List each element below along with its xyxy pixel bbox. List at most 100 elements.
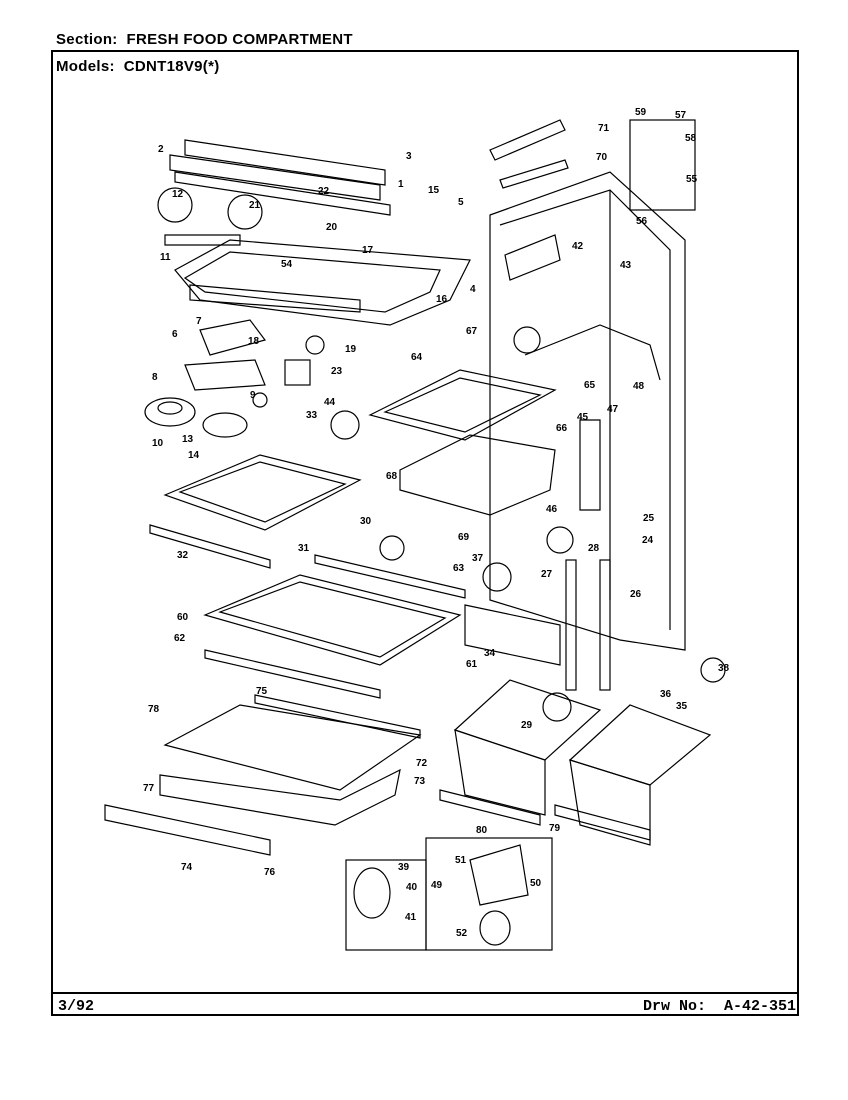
- part-label-23: 23: [331, 366, 343, 377]
- part-label-2: 2: [158, 144, 164, 155]
- part-label-28: 28: [588, 543, 600, 554]
- part-label-40: 40: [406, 882, 418, 893]
- crisper-bins: [439, 679, 712, 846]
- part-label-79: 79: [549, 823, 561, 834]
- part-label-31: 31: [298, 543, 310, 554]
- part-label-24: 24: [642, 535, 654, 546]
- models-value: CDNT18V9(*): [123, 58, 220, 75]
- revision-date: 3/92: [58, 998, 95, 1015]
- part-label-51: 51: [455, 855, 467, 866]
- part-label-14: 14: [188, 450, 200, 461]
- top-rail-part: [169, 139, 391, 216]
- part-label-30: 30: [360, 516, 372, 527]
- shelf-60: [203, 554, 466, 699]
- shelf-64: [368, 369, 557, 441]
- drawing-label: Drw No:: [642, 998, 706, 1015]
- part-label-64: 64: [411, 352, 423, 363]
- models-label: Models:: [56, 58, 115, 75]
- part-label-80: 80: [476, 825, 488, 836]
- part-label-65: 65: [584, 380, 596, 391]
- part-label-75: 75: [256, 686, 268, 697]
- fan-parts: [144, 392, 268, 438]
- part-label-37: 37: [472, 553, 484, 564]
- part-label-73: 73: [414, 776, 426, 787]
- part-number-labels: 1234567891011121314151617181920212223242…: [143, 107, 730, 939]
- drawing-number: Drw No: A-42-351: [643, 998, 796, 1015]
- part-label-17: 17: [362, 245, 374, 256]
- part-label-54: 54: [281, 259, 293, 270]
- part-label-71: 71: [598, 123, 610, 134]
- part-label-6: 6: [172, 329, 178, 340]
- part-label-61: 61: [466, 659, 478, 670]
- footer-divider: [51, 992, 799, 994]
- part-label-70: 70: [596, 152, 608, 163]
- part-label-44: 44: [324, 397, 336, 408]
- section-label: Section:: [56, 31, 118, 48]
- part-label-63: 63: [453, 563, 465, 574]
- models-heading: Models: CDNT18V9(*): [56, 58, 220, 75]
- part-label-10: 10: [152, 438, 164, 449]
- part-label-62: 62: [174, 633, 186, 644]
- part-label-41: 41: [405, 912, 417, 923]
- section-heading: Section: FRESH FOOD COMPARTMENT: [56, 31, 353, 48]
- part-label-4: 4: [470, 284, 476, 295]
- meat-drawer: [104, 694, 422, 856]
- part-label-45: 45: [577, 412, 589, 423]
- part-label-11: 11: [160, 252, 171, 263]
- shelf-30: [149, 454, 362, 569]
- part-label-9: 9: [250, 390, 256, 401]
- part-label-33: 33: [306, 410, 318, 421]
- part-label-47: 47: [607, 404, 619, 415]
- part-label-35: 35: [676, 701, 688, 712]
- shelf-rails: [464, 559, 611, 691]
- part-label-16: 16: [436, 294, 448, 305]
- part-label-34: 34: [484, 648, 496, 659]
- part-label-36: 36: [660, 689, 672, 700]
- part-label-69: 69: [458, 532, 470, 543]
- part-label-55: 55: [686, 174, 698, 185]
- part-label-20: 20: [326, 222, 338, 233]
- detail-circles: [330, 326, 726, 722]
- part-label-46: 46: [546, 504, 558, 515]
- part-label-72: 72: [416, 758, 428, 769]
- part-label-77: 77: [143, 783, 155, 794]
- part-label-68: 68: [386, 471, 398, 482]
- section-title: FRESH FOOD COMPARTMENT: [126, 31, 353, 48]
- part-label-29: 29: [521, 720, 533, 731]
- part-label-42: 42: [572, 241, 584, 252]
- part-label-76: 76: [264, 867, 276, 878]
- part-label-15: 15: [428, 185, 440, 196]
- part-label-50: 50: [530, 878, 542, 889]
- part-label-19: 19: [345, 344, 357, 355]
- part-label-60: 60: [177, 612, 189, 623]
- part-label-13: 13: [182, 434, 194, 445]
- part-label-3: 3: [406, 151, 412, 162]
- part-label-66: 66: [556, 423, 568, 434]
- part-label-52: 52: [456, 928, 468, 939]
- crisper-66: [399, 434, 556, 516]
- detail-circle-12: [157, 187, 193, 223]
- part-label-56: 56: [636, 216, 648, 227]
- drawing-number-value: A-42-351: [723, 998, 796, 1015]
- part-label-74: 74: [181, 862, 193, 873]
- part-label-32: 32: [177, 550, 189, 561]
- part-label-1: 1: [398, 179, 404, 190]
- part-label-12: 12: [172, 189, 184, 200]
- part-label-21: 21: [249, 200, 261, 211]
- diagram-frame: [51, 50, 799, 1016]
- detail-circle-21: [227, 194, 263, 230]
- part-label-8: 8: [152, 372, 158, 383]
- part-label-48: 48: [633, 381, 645, 392]
- part-label-78: 78: [148, 704, 160, 715]
- part-label-67: 67: [466, 326, 478, 337]
- control-housing: [174, 239, 471, 326]
- cabinet-liner: [489, 171, 686, 651]
- part-label-58: 58: [685, 133, 697, 144]
- part-label-39: 39: [398, 862, 410, 873]
- part-label-57: 57: [675, 110, 687, 121]
- part-label-26: 26: [630, 589, 642, 600]
- part-label-59: 59: [635, 107, 647, 118]
- part-label-38: 38: [718, 663, 730, 674]
- part-label-5: 5: [458, 197, 464, 208]
